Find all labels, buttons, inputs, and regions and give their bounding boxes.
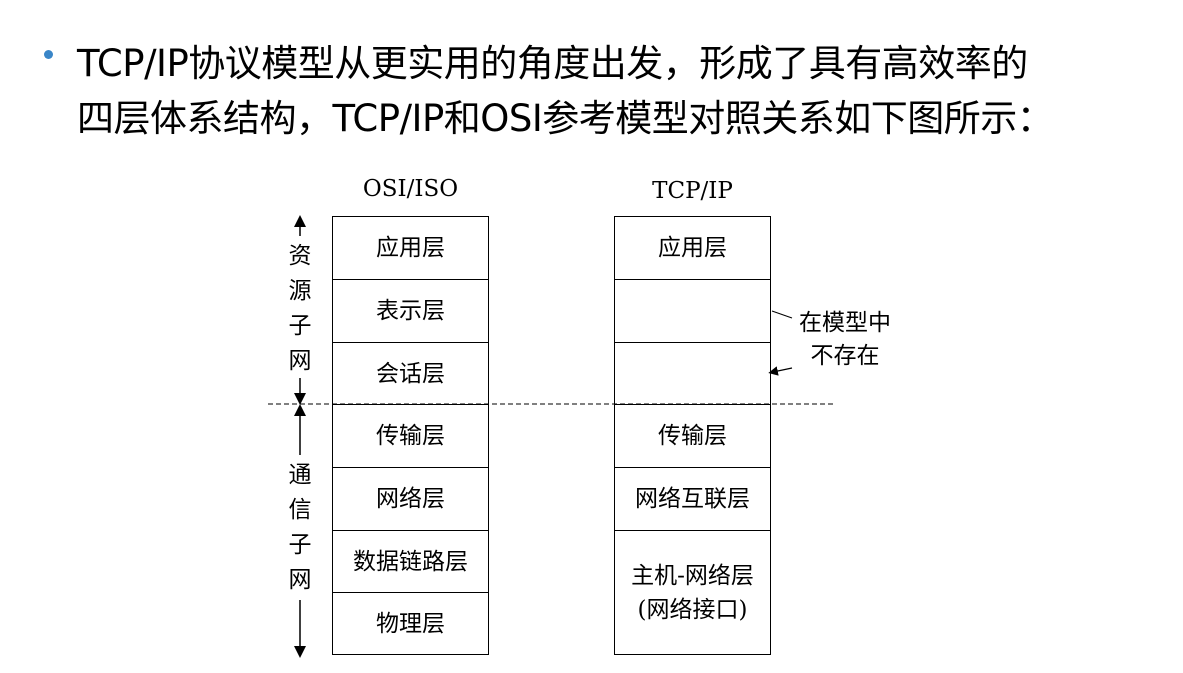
comm-subnet-char: 通 bbox=[288, 462, 312, 488]
note-pointer-line-1 bbox=[771, 310, 793, 319]
osi-layer-transport: 传输层 bbox=[333, 404, 488, 467]
resource-subnet-char: 源 bbox=[288, 278, 312, 304]
note-pointer-arrow-2 bbox=[768, 366, 793, 376]
osi-layer-application: 应用层 bbox=[376, 235, 445, 261]
osi-column-title: OSI/ISO bbox=[362, 176, 459, 202]
tcpip-layer-stack: 应用层 传输层 网络互联层 主机-网络层 (网络接口) bbox=[614, 216, 771, 655]
resource-subnet-char: 子 bbox=[288, 313, 312, 339]
resource-subnet-label: 资 源 子 网 bbox=[287, 239, 313, 379]
note-line-2: 不存在 bbox=[810, 343, 880, 369]
tcpip-column-title: TCP/IP bbox=[652, 178, 733, 204]
osi-layer-stack: 应用层 表示层 会话层 传输层 网络层 数据链路层 物理层 bbox=[332, 216, 489, 655]
tcpip-layer-internet: 网络互联层 bbox=[615, 467, 770, 530]
not-in-model-note: 在模型中 不存在 bbox=[790, 307, 900, 373]
tcpip-layer-application: 应用层 bbox=[658, 235, 727, 261]
headline-line-2: 四层体系结构，TCP/IP和OSI参考模型对照关系如下图所示： bbox=[77, 97, 1054, 140]
osi-layer-data-link: 数据链路层 bbox=[333, 530, 488, 592]
host-network-label: 主机-网络层 bbox=[631, 562, 754, 589]
resource-subnet-char: 网 bbox=[288, 348, 312, 374]
note-line-1: 在模型中 bbox=[799, 310, 891, 336]
comm-subnet-label: 通 信 子 网 bbox=[287, 458, 313, 598]
resource-subnet-char: 资 bbox=[288, 243, 312, 269]
bullet-dot bbox=[44, 50, 53, 59]
comm-subnet-char: 子 bbox=[288, 532, 312, 558]
comm-subnet-char: 网 bbox=[288, 567, 312, 593]
osi-layer-presentation: 表示层 bbox=[333, 279, 488, 342]
osi-layer-physical: 物理层 bbox=[333, 592, 488, 654]
osi-layer-network: 网络层 bbox=[333, 467, 488, 530]
headline-line-1: TCP/IP协议模型从更实用的角度出发，形成了具有高效率的 bbox=[77, 42, 1028, 85]
tcpip-layer-empty-1 bbox=[615, 279, 770, 342]
network-interface-label: (网络接口) bbox=[637, 596, 748, 623]
tcpip-layer-empty-2 bbox=[615, 342, 770, 404]
comm-subnet-char: 信 bbox=[288, 497, 312, 523]
tcpip-layer-transport: 传输层 bbox=[615, 404, 770, 467]
tcpip-layer-host-network: 主机-网络层 (网络接口) bbox=[615, 530, 770, 654]
osi-layer-session: 会话层 bbox=[333, 342, 488, 404]
